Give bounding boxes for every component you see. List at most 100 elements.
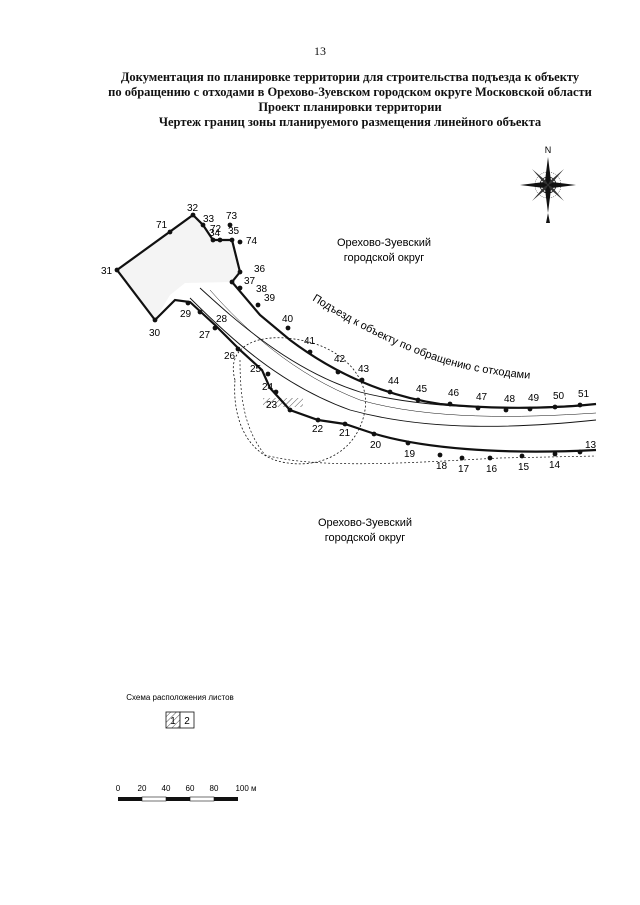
boundary-point-marker (227, 222, 233, 228)
boundary-point-label: 30 (149, 328, 161, 339)
road-label: Подъезд к объекту по обращению с отходам… (310, 292, 530, 381)
boundary-point-marker (237, 269, 243, 275)
zone-dashed-boundary (232, 337, 367, 465)
scale-tick-label: 60 (186, 784, 195, 793)
page-number: 13 (314, 44, 326, 58)
boundary-point-marker (190, 212, 196, 218)
zone-boundary-upper (116, 213, 597, 409)
boundary-point-marker (415, 397, 421, 403)
boundary-point-label: 22 (312, 424, 324, 435)
boundary-point-label: 32 (187, 203, 199, 214)
road-centre (209, 289, 597, 417)
boundary-point-marker (200, 222, 206, 228)
boundary-point-marker (237, 239, 243, 245)
boundary-point-marker (185, 300, 191, 306)
boundary-point-marker (342, 421, 348, 427)
boundary-point-marker (217, 237, 223, 243)
boundary-point-marker (197, 309, 203, 315)
boundary-point-label: 46 (448, 388, 460, 399)
boundary-point-marker (265, 371, 271, 377)
scale-tick-label: 100 м (235, 784, 256, 793)
boundary-point-marker (552, 404, 558, 410)
boundary-point-marker (237, 285, 243, 291)
scale-tick-label: 0 (116, 784, 121, 793)
compass-north-label: N (545, 145, 552, 155)
boundary-point-label: 35 (228, 226, 240, 237)
boundary-point-marker (459, 455, 465, 461)
boundary-point-label: 49 (528, 393, 540, 404)
boundary-point-label: 50 (553, 391, 565, 402)
boundary-point-label: 29 (180, 309, 192, 320)
boundary-point-label: 33 (203, 214, 215, 225)
title-line: по обращению с отходами в Орехово-Зуевск… (108, 85, 592, 99)
boundary-point-marker (387, 389, 393, 395)
sheet-number: 2 (184, 716, 190, 727)
boundary-point-marker (447, 401, 453, 407)
boundary-point-label: 51 (578, 389, 590, 400)
boundary-point-marker (255, 302, 261, 308)
boundary-point-marker (273, 389, 279, 395)
boundary-point-marker (152, 317, 158, 323)
boundary-point-label: 27 (199, 330, 211, 341)
boundary-point-label: 36 (254, 264, 266, 275)
boundary-point-marker (210, 237, 216, 243)
boundary-point-marker (235, 346, 241, 352)
boundary-point-label: 28 (216, 314, 228, 325)
boundary-point-label: 31 (101, 266, 113, 277)
area-label-north: Орехово-Зуевский (337, 237, 431, 249)
boundary-point-label: 21 (339, 428, 351, 439)
boundary-point-label: 24 (262, 382, 274, 393)
title-line: Чертеж границ зоны планируемого размещен… (158, 115, 542, 129)
boundary-point-label: 23 (266, 400, 278, 411)
boundary-point-marker (487, 455, 493, 461)
boundary-point-marker (475, 405, 481, 411)
boundary-point-marker (503, 407, 509, 413)
boundary-point-label: 16 (486, 464, 498, 475)
boundary-point-label: 25 (250, 364, 262, 375)
document-title: Документация по планировке территории дл… (60, 70, 640, 130)
scale-bar: 0 20 40 60 80 100 м (116, 784, 257, 802)
boundary-point-marker (359, 377, 365, 383)
boundary-point-label: 26 (224, 351, 236, 362)
boundary-point-label: 73 (226, 211, 238, 222)
boundary-point-label: 43 (358, 364, 370, 375)
boundary-point-label: 17 (458, 464, 470, 475)
title-line: Проект планировки территории (258, 100, 442, 114)
boundary-point-marker (552, 451, 558, 457)
boundary-point-label: 38 (256, 284, 268, 295)
boundary-point-marker (285, 325, 291, 331)
boundary-point-label: 48 (504, 394, 516, 405)
boundary-point-marker (437, 452, 443, 458)
plot-area (117, 215, 240, 320)
boundary-point-label: 74 (246, 236, 258, 247)
boundary-point-marker (405, 440, 411, 446)
boundary-point-label: 34 (209, 228, 221, 239)
sheet-layout-scheme: Схема расположения листов 1 2 (126, 693, 234, 729)
boundary-point-marker (307, 349, 313, 355)
boundary-point-label: 71 (156, 220, 168, 231)
boundary-point-marker (371, 431, 377, 437)
boundary-point-marker (167, 229, 173, 235)
boundary-point-label: 39 (264, 293, 276, 304)
boundary-point-marker (577, 449, 583, 455)
boundary-point-label: 45 (416, 384, 428, 395)
boundary-point-marker (229, 237, 235, 243)
boundary-point-label: 42 (334, 354, 346, 365)
boundary-point-label: 20 (370, 440, 382, 451)
boundary-point-marker (114, 267, 120, 273)
boundary-point-marker (287, 407, 293, 413)
scale-tick-label: 20 (138, 784, 147, 793)
boundary-point-label: 19 (404, 449, 416, 460)
boundary-point-marker (519, 453, 525, 459)
boundary-points: 1314151617181920212223242526272829303132… (101, 203, 597, 475)
zone-boundary-lower (116, 269, 597, 453)
boundary-point-marker (315, 417, 321, 423)
boundary-point-label: 18 (436, 461, 448, 472)
scale-tick-label: 40 (162, 784, 171, 793)
sheet-layout-caption: Схема расположения листов (126, 693, 234, 702)
compass-rose-icon: N (520, 145, 576, 223)
boundary-point-marker (212, 325, 218, 331)
area-label-south: Орехово-Зуевский (318, 517, 412, 529)
boundary-point-label: 15 (518, 462, 530, 473)
